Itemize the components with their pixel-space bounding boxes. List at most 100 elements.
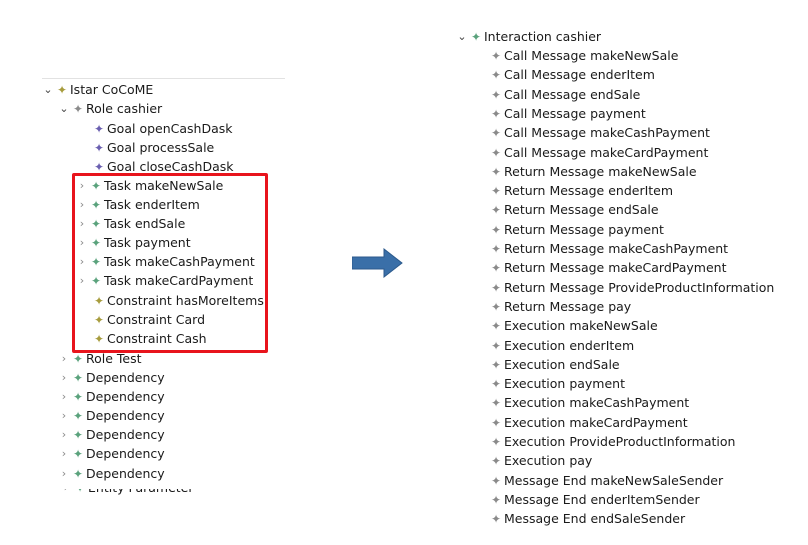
chevron-right-icon[interactable]: › bbox=[61, 352, 67, 365]
tree-node-entity-parameter[interactable]: ›✦Entity Parameter bbox=[60, 489, 194, 497]
diamond-icon: ✦ bbox=[72, 489, 88, 497]
tree-node-item[interactable]: ✦Message End endSaleSender bbox=[488, 510, 685, 528]
diamond-icon: ✦ bbox=[490, 435, 502, 449]
tree-node-task[interactable]: ›✦Task makeCardPayment bbox=[76, 272, 253, 290]
diamond-icon: ✦ bbox=[490, 203, 502, 218]
task-diamond-icon: ✦ bbox=[90, 217, 102, 231]
tree-node-constraint[interactable]: ✦Constraint Cash bbox=[91, 330, 207, 348]
tree-node-role-cashier[interactable]: ⌄✦Role cashier bbox=[58, 100, 162, 118]
tree-node-item[interactable]: ✦Message End makeNewSaleSender bbox=[488, 472, 723, 490]
node-label: Goal openCashDask bbox=[107, 121, 233, 136]
tree-node-istar-cocome[interactable]: ⌄✦Istar CoCoME bbox=[42, 81, 153, 99]
right-tree-view: ⌄✦Interaction cashier ✦Call Message make… bbox=[450, 0, 808, 545]
diamond-icon: ✦ bbox=[72, 428, 84, 442]
diamond-icon: ✦ bbox=[490, 377, 502, 392]
diamond-icon: ✦ bbox=[490, 126, 502, 141]
node-label: Dependency bbox=[86, 370, 165, 385]
node-label: Call Message enderItem bbox=[504, 67, 655, 83]
tree-node-role-test[interactable]: ›✦Role Test bbox=[58, 350, 142, 368]
node-label: Interaction cashier bbox=[484, 29, 602, 44]
node-label: Dependency bbox=[86, 446, 165, 461]
node-label: Goal closeCashDask bbox=[107, 159, 234, 174]
tree-node-item[interactable]: ✦Call Message payment bbox=[488, 105, 646, 123]
node-label: Call Message makeNewSale bbox=[504, 48, 679, 63]
chevron-right-icon[interactable]: › bbox=[61, 428, 67, 441]
diamond-icon: ✦ bbox=[470, 30, 482, 44]
tree-node-task[interactable]: ›✦Task makeCashPayment bbox=[76, 253, 255, 271]
tree-node-item[interactable]: ✦Execution pay bbox=[488, 452, 592, 470]
tree-node-item[interactable]: ✦Call Message makeCardPayment bbox=[488, 144, 708, 162]
tree-node-task[interactable]: ›✦Task payment bbox=[76, 234, 191, 252]
tree-node-goal[interactable]: ✦Goal processSale bbox=[91, 139, 214, 157]
tree-node-constraint[interactable]: ✦Constraint hasMoreItems bbox=[91, 292, 264, 310]
tree-node-interaction-cashier[interactable]: ⌄✦Interaction cashier bbox=[456, 28, 601, 46]
chevron-right-icon[interactable]: › bbox=[79, 198, 85, 211]
chevron-down-icon[interactable]: ⌄ bbox=[59, 102, 69, 115]
tree-node-goal[interactable]: ✦Goal closeCashDask bbox=[91, 158, 234, 176]
chevron-right-icon[interactable]: › bbox=[79, 236, 85, 249]
chevron-right-icon[interactable]: › bbox=[61, 409, 67, 422]
tree-node-item[interactable]: ✦Call Message makeNewSale bbox=[488, 47, 678, 65]
tree-node-item[interactable]: ✦Return Message enderItem bbox=[488, 182, 673, 200]
tree-node-item[interactable]: ✦Execution makeCardPayment bbox=[488, 414, 688, 432]
diamond-icon: ✦ bbox=[490, 299, 502, 314]
left-tree-view: ⌄✦Istar CoCoME ⌄✦Role cashier ✦Goal open… bbox=[0, 0, 300, 545]
tree-node-constraint[interactable]: ✦Constraint Card bbox=[91, 311, 205, 329]
tree-node-item[interactable]: ✦Execution makeNewSale bbox=[488, 317, 658, 335]
node-label: Return Message endSale bbox=[504, 202, 659, 218]
tree-node-item[interactable]: ✦Execution payment bbox=[488, 375, 625, 393]
chevron-right-icon[interactable]: › bbox=[61, 467, 67, 480]
tree-node-item[interactable]: ✦Call Message makeCashPayment bbox=[488, 124, 710, 142]
tree-node-task[interactable]: ›✦Task endSale bbox=[76, 215, 185, 233]
tree-node-item[interactable]: ✦Execution makeCashPayment bbox=[488, 394, 689, 412]
node-label: Return Message makeCashPayment bbox=[504, 241, 729, 256]
tree-node-item[interactable]: ✦Return Message pay bbox=[488, 298, 631, 316]
tree-node-item[interactable]: ✦Return Message makeCardPayment bbox=[488, 259, 727, 277]
chevron-right-icon[interactable]: › bbox=[79, 179, 85, 192]
node-label: Return Message makeCardPayment bbox=[504, 260, 727, 276]
chevron-down-icon[interactable]: ⌄ bbox=[457, 30, 467, 43]
task-diamond-icon: ✦ bbox=[90, 179, 102, 193]
tree-node-dependency[interactable]: ›✦Dependency bbox=[58, 445, 165, 463]
tree-node-item[interactable]: ✦Call Message enderItem bbox=[488, 66, 655, 84]
tree-node-dependency[interactable]: ›✦Dependency bbox=[58, 407, 165, 425]
chevron-right-icon[interactable]: › bbox=[60, 489, 72, 497]
constraint-diamond-icon: ✦ bbox=[93, 332, 105, 346]
tree-top-divider bbox=[42, 78, 285, 79]
chevron-right-icon[interactable]: › bbox=[61, 447, 67, 460]
tree-node-dependency[interactable]: ›✦Dependency bbox=[58, 369, 165, 387]
node-label: Call Message makeCardPayment bbox=[504, 144, 709, 160]
tree-node-item[interactable]: ✦Return Message endSale bbox=[488, 201, 659, 219]
task-diamond-icon: ✦ bbox=[90, 236, 102, 250]
chevron-down-icon[interactable]: ⌄ bbox=[43, 83, 53, 96]
tree-node-task[interactable]: ›✦Task enderItem bbox=[76, 196, 200, 214]
right-arrow-icon bbox=[352, 248, 403, 278]
diamond-icon: ✦ bbox=[490, 512, 502, 527]
tree-node-item[interactable]: ✦Return Message payment bbox=[488, 221, 664, 239]
tree-node-item[interactable]: ✦Execution enderItem bbox=[488, 337, 634, 355]
tree-node-dependency[interactable]: ›✦Dependency bbox=[58, 465, 165, 483]
node-label: Istar CoCoME bbox=[70, 82, 154, 97]
node-label: Execution makeNewSale bbox=[504, 318, 658, 334]
node-label: Constraint Cash bbox=[107, 331, 207, 346]
tree-node-item[interactable]: ✦Call Message endSale bbox=[488, 86, 640, 104]
tree-node-item[interactable]: ✦Execution endSale bbox=[488, 356, 620, 374]
tree-node-item[interactable]: ✦Return Message makeCashPayment bbox=[488, 240, 728, 258]
tree-node-task[interactable]: › ✦Task makeNewSale bbox=[76, 177, 224, 195]
tree-node-dependency[interactable]: ›✦Dependency bbox=[58, 426, 165, 444]
chevron-right-icon[interactable]: › bbox=[79, 217, 85, 230]
tree-node-item[interactable]: ✦Execution ProvideProductInformation bbox=[488, 433, 736, 451]
tree-node-item[interactable]: ✦Return Message ProvideProductInformatio… bbox=[488, 279, 774, 297]
tree-node-item[interactable]: ✦Message End enderItemSender bbox=[488, 491, 700, 509]
chevron-right-icon[interactable]: › bbox=[79, 255, 85, 268]
olive-diamond-icon: ✦ bbox=[56, 83, 68, 97]
tree-node-dependency[interactable]: ›✦Dependency bbox=[58, 388, 165, 406]
diamond-icon: ✦ bbox=[72, 467, 84, 481]
node-label: Task makeNewSale bbox=[104, 178, 224, 193]
chevron-right-icon[interactable]: › bbox=[61, 390, 67, 403]
tree-node-item[interactable]: ✦Return Message makeNewSale bbox=[488, 163, 697, 181]
tree-node-goal[interactable]: ✦Goal openCashDask bbox=[91, 120, 233, 138]
chevron-right-icon[interactable]: › bbox=[61, 371, 67, 384]
chevron-right-icon[interactable]: › bbox=[79, 274, 85, 287]
constraint-diamond-icon: ✦ bbox=[93, 313, 105, 327]
